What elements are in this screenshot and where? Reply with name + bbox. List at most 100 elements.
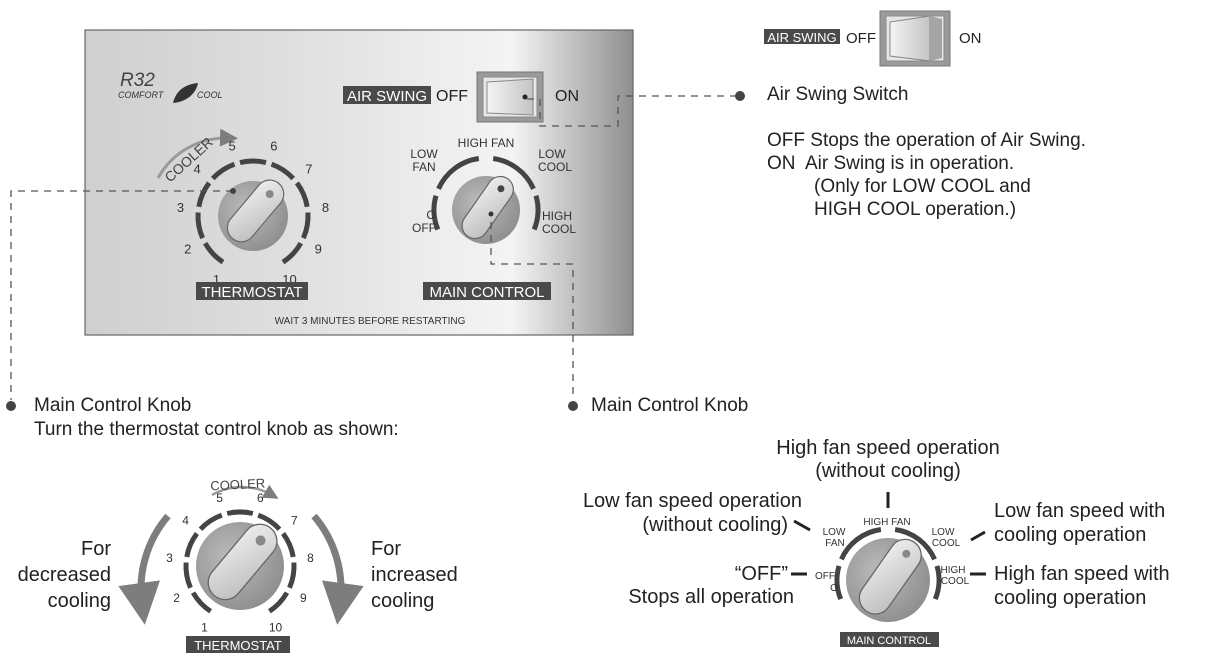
dial-number: 6 — [257, 491, 264, 505]
dial-tick-arc — [294, 181, 310, 208]
panel-mc-high-cool-2: COOL — [542, 222, 576, 236]
air-swing-badge-small — [764, 29, 840, 44]
dial-tick-arc — [932, 565, 942, 601]
air-swing-badge-small-label: AIR SWING — [767, 30, 836, 45]
main-control-illustration-ticks — [834, 527, 942, 601]
air-swing-switch-title: Air Swing Switch — [767, 84, 909, 105]
off-desc-line2: Stops all operation — [628, 586, 794, 608]
dial-tick-arc — [184, 531, 199, 558]
panel-mc-low-cool-2: COOL — [538, 160, 572, 174]
dial-tick-arc — [894, 527, 937, 561]
dial-tick-arc — [195, 212, 205, 240]
panel-mc-high-fan: HIGH FAN — [458, 136, 515, 150]
dial-number: 1 — [213, 272, 220, 287]
dial-tick-arc — [267, 591, 290, 614]
main-control-badge-small — [840, 632, 939, 647]
dial-number: 9 — [315, 241, 322, 256]
dial-number: 5 — [216, 491, 223, 505]
dial-number: 3 — [166, 551, 173, 565]
increased-cooling-line1: For — [371, 538, 401, 560]
air-swing-badge — [343, 86, 431, 104]
panel-thermostat-pointer-dot — [230, 188, 236, 194]
dial-tick-arc — [203, 241, 225, 265]
thermostat-badge-small-label: THERMOSTAT — [194, 638, 282, 653]
dial-number: 5 — [228, 139, 235, 154]
panel-mc-low-cool-1: LOW — [538, 147, 566, 161]
panel-thermostat-knob[interactable] — [222, 174, 290, 247]
low-cool-desc-line2: cooling operation — [994, 524, 1147, 546]
cooler-label: COOLER — [210, 476, 266, 494]
dial-tick-arc — [436, 156, 480, 190]
leaf-icon — [173, 83, 198, 103]
low-fan-desc-line1: Low fan speed operation — [582, 490, 802, 512]
panel-main-control-dot — [488, 211, 494, 217]
leader-lines — [10, 95, 738, 400]
high-fan-desc-line1: High fan speed operation — [776, 437, 1000, 459]
dial-tick-arc — [287, 562, 297, 589]
dial-number: 3 — [177, 200, 184, 215]
panel-main-control-knob[interactable] — [457, 171, 518, 243]
high-fan-desc-line2: (without cooling) — [815, 460, 961, 482]
dial-number: 1 — [201, 621, 208, 635]
air-swing-note-line1: (Only for LOW COOL and — [814, 176, 1031, 197]
dial-tick-arc — [834, 565, 844, 601]
dial-number: 6 — [270, 139, 277, 154]
dial-tick-arc — [198, 512, 223, 531]
dial-number: 7 — [305, 162, 312, 177]
panel-air-swing-switch[interactable] — [476, 71, 544, 123]
dial-number: 4 — [182, 514, 189, 528]
main-control-badge-label: MAIN CONTROL — [429, 284, 544, 301]
brand-word-cool: COOL — [197, 90, 223, 100]
thermostat-badge-small — [186, 636, 290, 653]
main-control-badge-small-label: MAIN CONTROL — [847, 635, 931, 647]
mc-low-fan-small-2: FAN — [825, 538, 844, 549]
dial-tick-arc — [281, 241, 303, 265]
air-swing-on-description: ON Air Swing is in operation. — [767, 153, 1015, 174]
mc-off-small: OFF — [815, 571, 835, 582]
panel-mc-low-fan-2: FAN — [412, 160, 435, 174]
decreased-cooling-line1: For — [81, 538, 111, 560]
low-cool-desc-line1: Low fan speed with — [994, 500, 1166, 522]
dial-tick-arc — [226, 509, 254, 516]
panel-mc-high-cool-1: HIGH — [542, 209, 572, 223]
panel-mc-low-fan-1: LOW — [410, 147, 438, 161]
cooler-arrow — [211, 484, 279, 499]
dial-tick-arc — [431, 195, 441, 231]
main-control-callout-dot — [568, 401, 578, 411]
panel-cooler-arrow — [156, 128, 238, 179]
main-control-illustration-knob — [858, 538, 922, 615]
main-control-callout-title: Main Control Knob — [591, 395, 749, 416]
dial-number: 10 — [269, 621, 283, 635]
thermostat-illustration-knob — [207, 523, 278, 601]
mc-high-fan-small: HIGH FAN — [863, 517, 910, 528]
mc-off-symbol-small: O — [830, 583, 838, 594]
decrease-arrow — [118, 513, 171, 625]
increased-cooling-line3: cooling — [371, 590, 435, 612]
mc-high-cool-small-1: HIGH — [941, 565, 966, 576]
air-swing-note-line2: HIGH COOL operation.) — [814, 199, 1017, 220]
thermostat-callout-dot — [6, 401, 16, 411]
decreased-cooling-line3: cooling — [47, 590, 111, 612]
dial-number: 8 — [322, 200, 329, 215]
mc-low-cool-small-2: COOL — [932, 538, 961, 549]
dial-tick-arc — [492, 156, 536, 190]
dial-tick-arc — [239, 158, 267, 166]
panel-mc-off-symbol: O — [426, 208, 435, 222]
dial-tick-arc — [257, 512, 282, 531]
air-swing-callout-dot — [735, 91, 745, 101]
thermostat-illustration-ticks — [183, 509, 297, 614]
increase-arrow — [311, 513, 364, 625]
brand-model: R32 — [120, 70, 155, 91]
dial-number: 9 — [300, 591, 307, 605]
high-cool-desc-line1: High fan speed with — [994, 563, 1170, 585]
main-control-badge — [423, 282, 551, 300]
thermostat-callout-subtitle: Turn the thermostat control knob as show… — [34, 419, 399, 440]
panel-switch-on: ON — [555, 88, 579, 105]
dial-number: 7 — [291, 514, 298, 528]
main-control-label-dashes — [791, 492, 986, 576]
switch-on-label-small: ON — [959, 30, 982, 47]
decreased-cooling-line2: decreased — [17, 564, 111, 586]
dial-tick-arc — [183, 562, 193, 589]
air-swing-off-description: OFF Stops the operation of Air Swing. — [767, 130, 1086, 151]
